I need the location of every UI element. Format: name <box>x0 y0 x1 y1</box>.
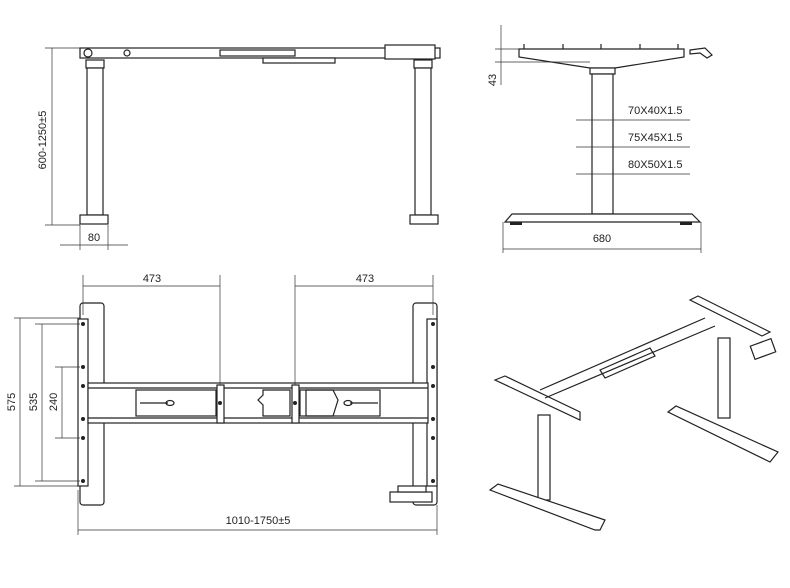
tube-lower-label: 80X50X1.5 <box>628 159 682 171</box>
tube-middle-label: 75X45X1.5 <box>628 132 682 144</box>
foot-width-label: 80 <box>88 232 100 244</box>
width-range-label: 1010-1750±5 <box>226 515 291 527</box>
tube-upper-label: 70X40X1.5 <box>628 105 682 117</box>
isometric-view <box>488 295 779 531</box>
front-view: 600-1250±5 80 <box>37 44 441 250</box>
top-thickness-label: 43 <box>487 74 499 86</box>
left-offset-label: 473 <box>143 273 161 285</box>
inner-span-label: 240 <box>48 393 60 411</box>
outer-depth-label: 575 <box>6 393 18 411</box>
hole-span-label: 535 <box>28 393 40 411</box>
top-view: 473 473 575 535 240 1010-1750±5 <box>6 273 438 535</box>
base-length-label: 680 <box>593 233 611 245</box>
right-offset-label: 473 <box>356 273 374 285</box>
side-view: 43 70X40X1.5 75X45X1.5 80X50X1.5 680 <box>487 25 713 253</box>
height-range-label: 600-1250±5 <box>37 111 49 170</box>
